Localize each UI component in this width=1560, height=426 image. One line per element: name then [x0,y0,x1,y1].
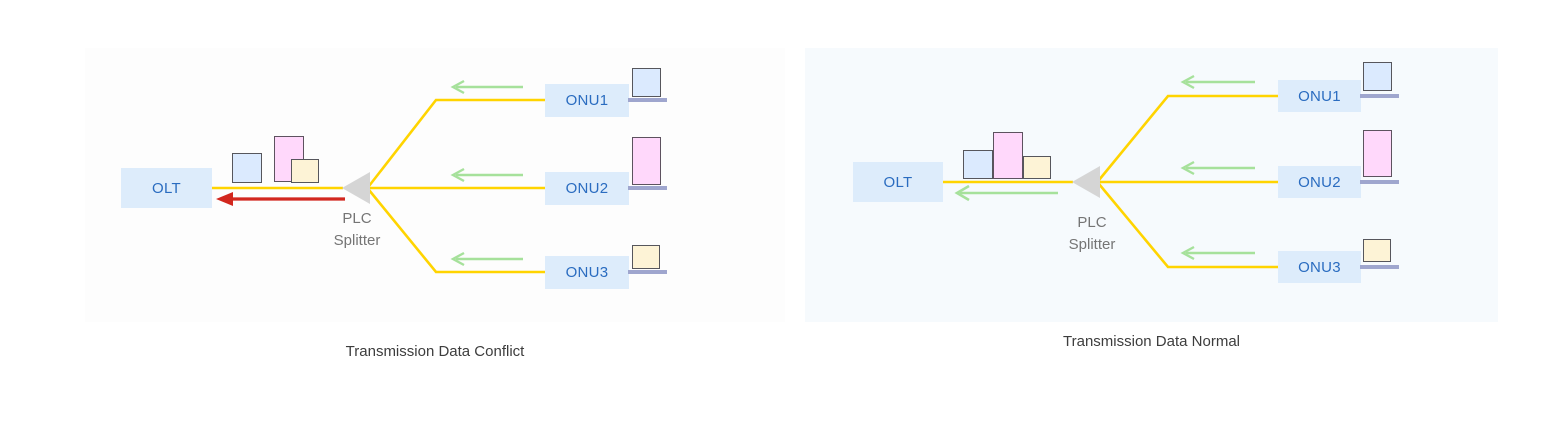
onu1-node: ONU1 [545,84,629,117]
caption-transmission-normal: Transmission Data Normal [1063,333,1240,350]
packet-baseline-onu1 [1360,94,1399,98]
olt-node: OLT [853,162,943,202]
packet-pink-onu2 [632,137,661,185]
onu3-label: ONU3 [565,264,609,281]
fiber-branch-onu3 [367,189,545,274]
plc-splitter-label: PLC Splitter [312,208,402,252]
onu2-node: ONU2 [545,172,629,205]
olt-label: OLT [152,179,181,197]
upstream-left-arrow-icon-onu1 [450,79,523,95]
fiber-network-graphic-normal [943,74,1278,269]
plc-splitter-label-line2: Splitter [1068,236,1116,253]
panel-transmission-conflict: OLT PLC Splitter ONU1 ONU2 ONU3 [85,48,785,322]
plc-splitter-label-line2: Splitter [333,232,381,249]
onu3-node: ONU3 [545,256,629,289]
onu2-node: ONU2 [1278,166,1361,198]
onu2-label: ONU2 [1298,173,1341,191]
caption-transmission-conflict: Transmission Data Conflict [345,343,525,360]
plc-splitter-label-line1: PLC [1077,214,1107,231]
packet-blue-olt [232,153,262,183]
panel-transmission-normal: OLT PLC Splitter ONU1 ONU2 ONU3 [805,48,1498,322]
onu3-node: ONU3 [1278,251,1361,283]
plc-splitter-label: PLC Splitter [1047,212,1137,256]
packet-cream-olt [291,159,319,183]
olt-label: OLT [883,173,913,191]
plc-splitter-triangle-icon [1072,166,1100,198]
packet-baseline-onu1 [628,98,667,102]
packet-pink-onu2 [1363,130,1392,177]
packet-baseline-onu2 [628,186,667,190]
packet-baseline-onu2 [1360,180,1399,184]
conflict-left-arrow-icon [216,192,345,206]
upstream-left-arrow-icon-onu3 [1180,245,1255,261]
packet-blue-onu1 [1363,62,1392,91]
packet-baseline-onu3 [628,270,667,274]
onu1-label: ONU1 [1298,87,1341,105]
fiber-branch-onu3 [1098,183,1278,269]
plc-splitter-label-line1: PLC [342,210,372,227]
fiber-branch-onu1 [1097,94,1278,181]
packet-blue-olt [963,150,993,179]
packet-baseline-onu3 [1360,265,1399,269]
packet-cream-olt [1023,156,1051,179]
onu1-label: ONU1 [565,92,609,109]
upstream-left-arrow-icon-olt [954,184,1058,202]
packet-blue-onu1 [632,68,661,97]
onu2-label: ONU2 [565,180,609,197]
fiber-branch-onu1 [367,98,545,187]
olt-node: OLT [121,168,212,208]
packet-cream-onu3 [632,245,660,269]
packet-cream-onu3 [1363,239,1391,262]
upstream-left-arrow-icon-onu2 [450,167,523,183]
plc-splitter-triangle-icon [342,172,370,204]
upstream-left-arrow-icon-onu1 [1180,74,1255,90]
fiber-network-graphic-conflict [212,79,545,274]
onu1-node: ONU1 [1278,80,1361,112]
upstream-left-arrow-icon-onu2 [1180,160,1255,176]
packet-pink-olt [993,132,1023,179]
upstream-left-arrow-icon-onu3 [450,251,523,267]
onu3-label: ONU3 [1298,258,1341,276]
